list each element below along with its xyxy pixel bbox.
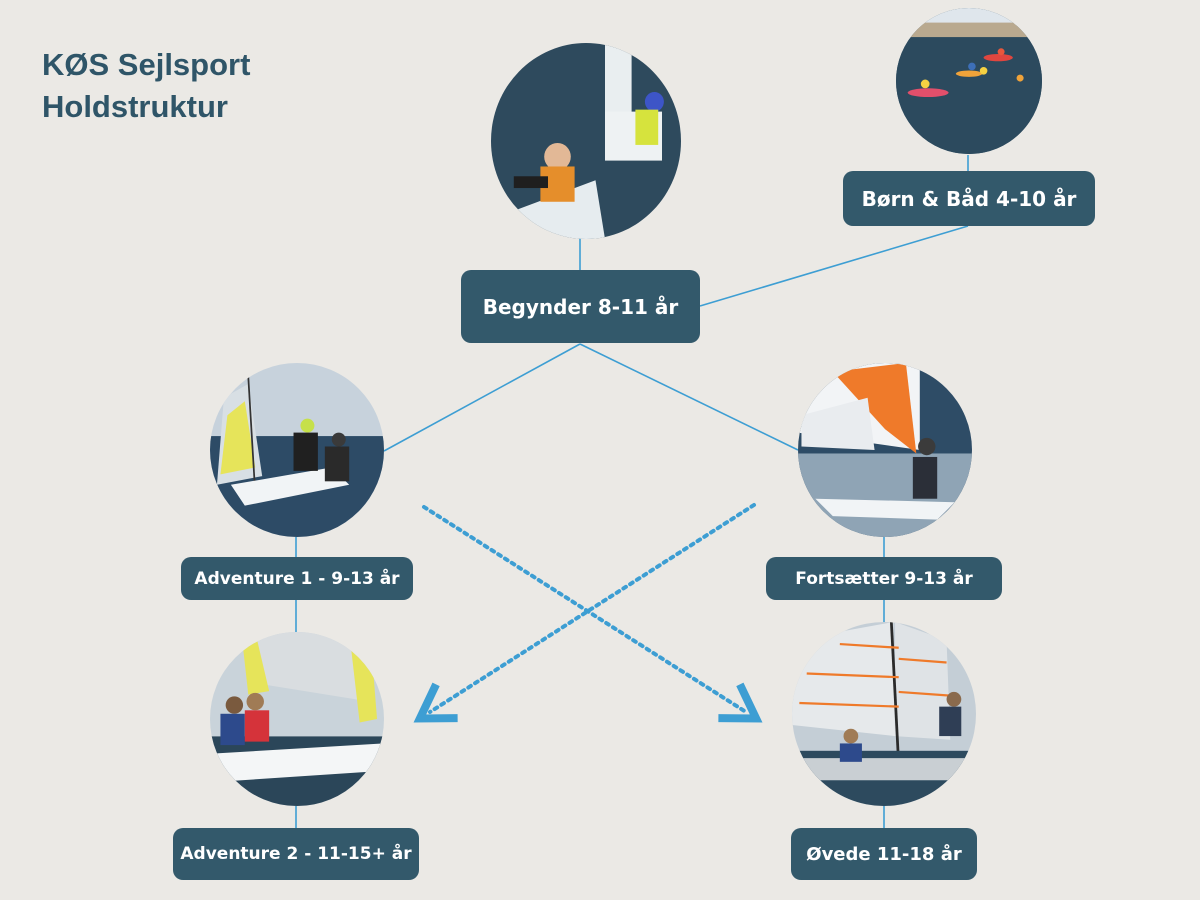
- born-baad-photo: [896, 8, 1042, 154]
- node-fortsaetter: Fortsætter 9-13 år: [766, 557, 1002, 600]
- page-title: KØS Sejlsport Holdstruktur: [42, 44, 250, 128]
- fortsaetter-photo: [798, 363, 972, 537]
- connector-begynder-fortsaetter: [579, 343, 799, 451]
- node-adventure2-label: Adventure 2 - 11-15+ år: [180, 844, 412, 864]
- node-adventure1-label: Adventure 1 - 9-13 år: [194, 568, 400, 589]
- adventure1-photo: [210, 363, 384, 537]
- title-line-1: KØS Sejlsport: [42, 47, 251, 82]
- node-ovede: Øvede 11-18 år: [791, 828, 977, 880]
- node-adventure2: Adventure 2 - 11-15+ år: [173, 828, 419, 880]
- adventure2-photo: [210, 632, 384, 806]
- node-born-baad: Børn & Båd 4-10 år: [843, 171, 1095, 226]
- connector-begynder-adventure1: [383, 343, 581, 452]
- ovede-photo: [792, 622, 976, 806]
- node-adventure1: Adventure 1 - 9-13 år: [181, 557, 413, 600]
- begynder-photo: [491, 43, 681, 239]
- node-begynder: Begynder 8-11 år: [461, 270, 700, 343]
- node-fortsaetter-label: Fortsætter 9-13 år: [795, 568, 973, 589]
- dotted-arrow-adventure1-to-ovede: [422, 505, 763, 723]
- node-begynder-label: Begynder 8-11 år: [482, 294, 679, 319]
- title-line-2: Holdstruktur: [42, 89, 228, 124]
- node-born-baad-label: Børn & Båd 4-10 år: [861, 186, 1077, 211]
- node-ovede-label: Øvede 11-18 år: [806, 843, 962, 865]
- dotted-arrow-fortsaetter-to-adventure2: [413, 503, 756, 723]
- connector-born-begynder: [699, 225, 969, 307]
